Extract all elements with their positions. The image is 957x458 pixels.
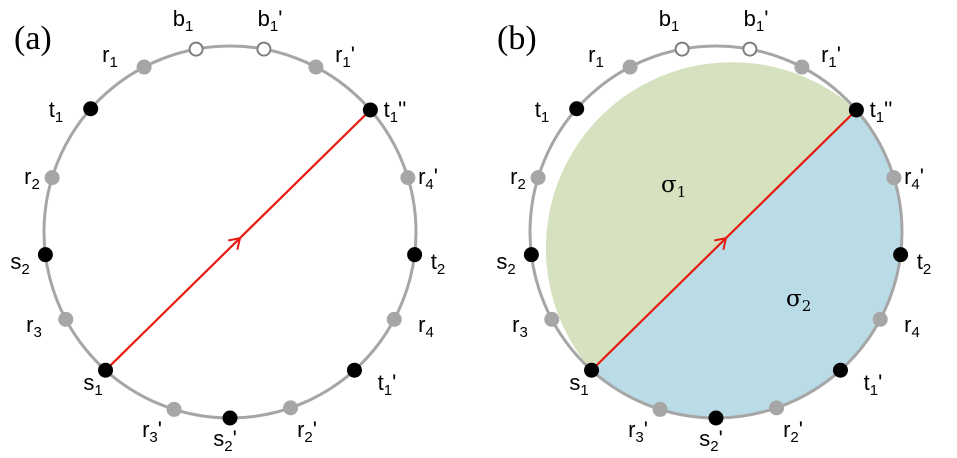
vertex-label-r2p: r2'	[297, 417, 317, 446]
chord-arrow	[714, 236, 728, 250]
vertex-label-r4p: r4'	[904, 164, 924, 193]
vertex-label-r3: r3	[26, 312, 42, 341]
region-sigma1-fill	[545, 62, 857, 371]
vertex-label-t1: t1	[535, 97, 549, 126]
vertex-s1	[98, 362, 114, 378]
vertex-b1	[674, 41, 690, 57]
sigma-subscript: 1	[677, 183, 687, 201]
vertex-label-r3p: r3'	[628, 417, 648, 446]
chord-s1-t1pp	[104, 109, 372, 372]
vertex-b1	[188, 41, 204, 57]
vertex-label-r1: r1	[102, 42, 118, 71]
vertex-r4p	[400, 170, 416, 186]
boundary-circle	[42, 44, 418, 420]
chord-s1-t1pp	[590, 109, 858, 372]
vertex-s2p	[708, 410, 724, 426]
vertex-r4	[386, 311, 402, 327]
vertex-label-s2p: s2'	[213, 426, 237, 455]
vertex-b1p	[742, 41, 758, 57]
vertex-t2	[407, 247, 423, 263]
vertex-t1pp	[362, 102, 378, 118]
vertex-label-s1: s1	[569, 370, 588, 399]
vertex-r3	[544, 311, 560, 327]
vertex-label-t1: t1	[49, 97, 63, 126]
vertex-t1	[569, 101, 585, 117]
vertex-label-t2: t2	[431, 249, 445, 278]
vertex-label-t2: t2	[917, 249, 931, 278]
region-sigma2-fill	[591, 109, 902, 418]
vertex-label-r4p: r4'	[418, 164, 438, 193]
region-sigma2-label: σ2	[786, 286, 811, 315]
vertex-label-r2: r2	[510, 164, 526, 193]
vertex-label-b1: b1	[659, 6, 680, 35]
vertex-r3	[58, 311, 74, 327]
vertex-label-r4: r4	[418, 312, 434, 341]
sigma-subscript: 2	[802, 297, 812, 315]
chord-arrow	[228, 236, 242, 250]
vertex-label-r4: r4	[904, 312, 920, 341]
vertex-r1	[136, 59, 152, 75]
vertex-label-s2p: s2'	[699, 426, 723, 455]
vertex-t2	[893, 247, 909, 263]
vertex-b1p	[256, 41, 272, 57]
panel-label-b: (b)	[497, 20, 537, 57]
vertex-r4	[872, 311, 888, 327]
vertex-label-s1: s1	[83, 370, 102, 399]
vertex-r2	[530, 170, 546, 186]
vertex-label-s2: s2	[10, 249, 29, 278]
vertex-label-r1p: r1'	[821, 42, 841, 71]
vertex-r2p	[769, 400, 785, 416]
vertex-r3p	[166, 401, 182, 417]
sigma-symbol: σ	[661, 172, 677, 198]
vertex-r1	[622, 59, 638, 75]
vertex-t1p	[832, 362, 848, 378]
vertex-r1p	[308, 59, 324, 75]
vertex-label-t1pp: t1''	[384, 97, 407, 126]
vertex-t1pp	[848, 102, 864, 118]
vertex-t1p	[346, 362, 362, 378]
vertex-s2	[37, 247, 53, 263]
vertex-r4p	[886, 170, 902, 186]
vertex-label-b1: b1	[173, 6, 194, 35]
panel-label-a: (a)	[14, 20, 52, 57]
vertex-label-t1p: t1'	[378, 370, 397, 399]
sigma-symbol: σ	[786, 286, 802, 312]
vertex-label-r1p: r1'	[335, 42, 355, 71]
vertex-label-r2p: r2'	[783, 417, 803, 446]
vertex-r3p	[652, 401, 668, 417]
vertex-r2p	[283, 400, 299, 416]
region-sigma1-label: σ1	[661, 172, 686, 201]
vertex-label-t1pp: t1''	[870, 97, 893, 126]
vertex-s1	[584, 362, 600, 378]
vertex-label-r2: r2	[24, 164, 40, 193]
vertex-t1	[83, 101, 99, 117]
vertex-label-s2: s2	[496, 249, 515, 278]
vertex-s2p	[222, 410, 238, 426]
panel-a: (a) b1 b1' r1 r1' t1 t1'' r2 r4' s2 t2 r3 r4 s1 t1' r3'…	[10, 6, 445, 455]
vertex-r1p	[794, 59, 810, 75]
vertex-label-b1p: b1'	[744, 6, 769, 35]
vertex-label-t1p: t1'	[864, 370, 883, 399]
vertex-label-r3: r3	[512, 312, 528, 341]
vertex-label-r1: r1	[588, 42, 604, 71]
vertex-label-r3p: r3'	[142, 417, 162, 446]
vertex-label-b1p: b1'	[258, 6, 283, 35]
vertex-s2	[523, 247, 539, 263]
vertex-r2	[44, 170, 60, 186]
